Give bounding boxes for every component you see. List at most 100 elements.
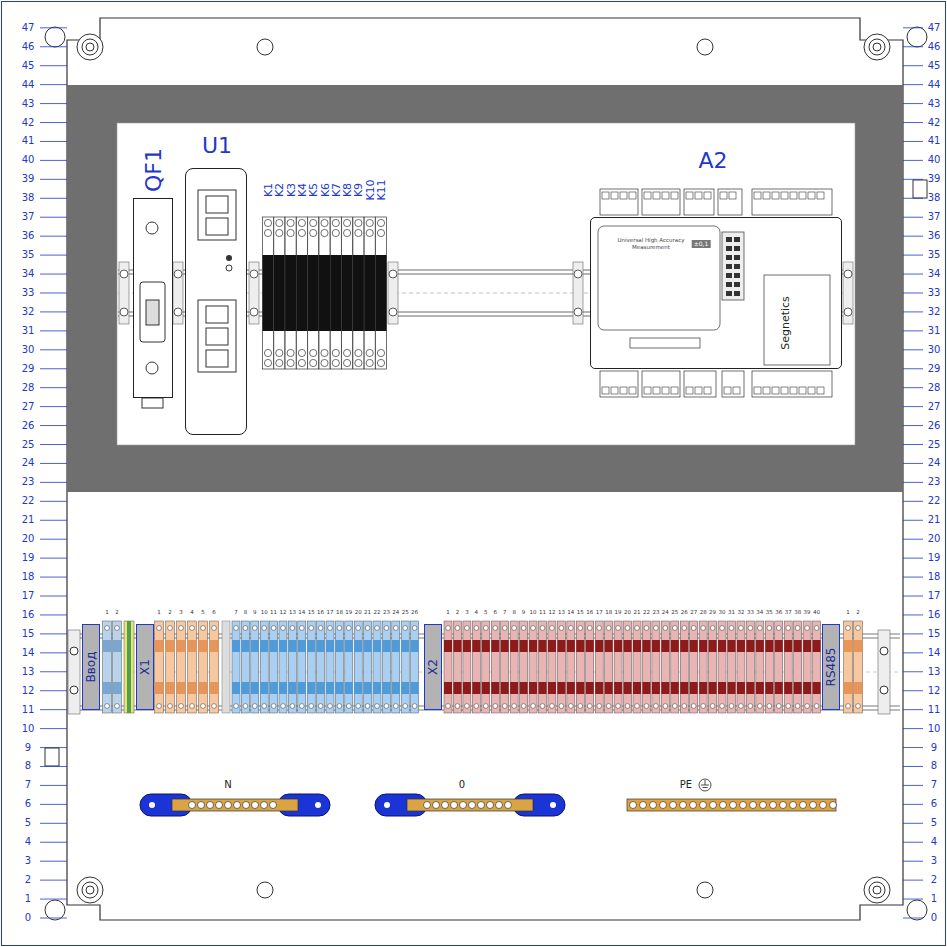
ruler-tick: [40, 311, 67, 312]
terminal-band: [520, 640, 528, 652]
terminal-screw: [465, 704, 470, 709]
terminal-screw: [168, 626, 173, 631]
relay-label: K11: [376, 179, 387, 200]
relay-screw: [321, 359, 328, 366]
mounting-hole: [697, 882, 713, 898]
relay-screw: [264, 359, 271, 366]
terminal-connector: [722, 371, 744, 397]
busbar-screw: [270, 802, 277, 809]
ruler-number: 29: [22, 364, 35, 374]
terminal-screw: [212, 704, 217, 709]
ruler-number: 34: [928, 269, 941, 279]
ruler-number: 31: [22, 326, 35, 336]
ruler-number: 35: [22, 250, 35, 260]
ruler-tick: [903, 558, 923, 559]
expansion-connector: [722, 232, 744, 300]
clamp-screw: [120, 270, 128, 278]
terminal-number: 4: [475, 610, 479, 616]
terminal-screw: [299, 704, 304, 709]
relay-module: [376, 217, 387, 369]
terminal-screw: [846, 626, 851, 631]
terminal-band: [728, 682, 736, 694]
terminal-screw: [625, 704, 630, 709]
din-rail: [388, 312, 590, 313]
terminal-screw: [356, 626, 361, 631]
label-plate: [764, 275, 830, 365]
relay-screw: [377, 359, 384, 366]
terminal-band: [491, 640, 499, 652]
ruler-number: 28: [22, 383, 35, 393]
terminal-band: [354, 682, 362, 694]
panel-caption: Universal High Accuracy Measurement: [616, 237, 686, 250]
terminal-block: [472, 621, 480, 713]
terminal-screw: [767, 704, 772, 709]
psu-adjust: [226, 265, 232, 271]
ruler-number: 43: [22, 99, 35, 109]
terminal-block: [103, 621, 112, 713]
relay-screw: [355, 359, 362, 366]
ruler-tick: [40, 255, 67, 256]
terminal-number: 25: [671, 610, 678, 616]
busbar-screw: [451, 802, 458, 809]
relay-screw: [298, 359, 305, 366]
busbar-screw: [690, 802, 697, 809]
ruler-tick: [903, 728, 923, 729]
terminal-screw: [493, 626, 498, 631]
terminal-band: [557, 640, 565, 652]
terminal-connector: [600, 371, 638, 397]
relay-screw: [264, 219, 271, 226]
terminal-screw: [748, 626, 753, 631]
relay-body: [319, 255, 330, 331]
mounting-bolt: [864, 877, 890, 903]
ruler-tick: [903, 596, 923, 597]
ruler-number: 23: [928, 477, 941, 487]
ruler-number: 46: [22, 42, 35, 52]
terminal-band: [605, 682, 613, 694]
terminal-band: [444, 640, 452, 652]
terminal-block: [756, 621, 764, 713]
mounting-bolt: [873, 43, 881, 51]
terminal-screw: [393, 626, 398, 631]
terminal-screw: [474, 704, 479, 709]
terminal-band: [746, 682, 754, 694]
terminal-band: [188, 682, 197, 694]
pe-terminal: [127, 621, 131, 713]
clamp-screw: [844, 270, 852, 278]
ruler-number: 32: [22, 307, 35, 317]
ruler-tick: [40, 27, 67, 28]
relay-body: [353, 255, 364, 331]
connector-pin: [734, 264, 740, 269]
ruler-tick: [40, 728, 67, 729]
terminal-band: [756, 682, 764, 694]
terminal-screw: [455, 626, 460, 631]
terminal-screw: [729, 626, 734, 631]
terminal-screw: [309, 626, 314, 631]
busbar-screw: [820, 802, 827, 809]
terminal-screw: [474, 626, 479, 631]
terminal-block: [177, 621, 186, 713]
connector-screw: [817, 192, 824, 199]
terminal-block: [364, 621, 372, 713]
terminal-number: 23: [383, 610, 390, 616]
terminal-screw: [606, 626, 611, 631]
busbar-screw: [433, 802, 440, 809]
terminal-band: [382, 640, 390, 652]
terminal-connector: [684, 189, 714, 215]
busbar-screw: [660, 802, 667, 809]
terminal-band: [373, 682, 381, 694]
terminal-band: [567, 640, 575, 652]
terminal-band: [177, 682, 186, 694]
ruler-number: 8: [931, 761, 937, 771]
busbar-screw: [720, 802, 727, 809]
terminal-block: [642, 621, 650, 713]
breaker-toggle: [140, 282, 165, 342]
ruler-number: 7: [25, 780, 31, 790]
terminal-screw: [559, 626, 564, 631]
ruler-tick: [40, 406, 67, 407]
busbar-screw: [680, 802, 687, 809]
ruler-tick: [40, 217, 67, 218]
ruler-number: 24: [22, 458, 35, 468]
terminal-band: [539, 640, 547, 652]
terminal-group-label: Ввод: [85, 652, 97, 683]
terminal-screw: [805, 626, 810, 631]
